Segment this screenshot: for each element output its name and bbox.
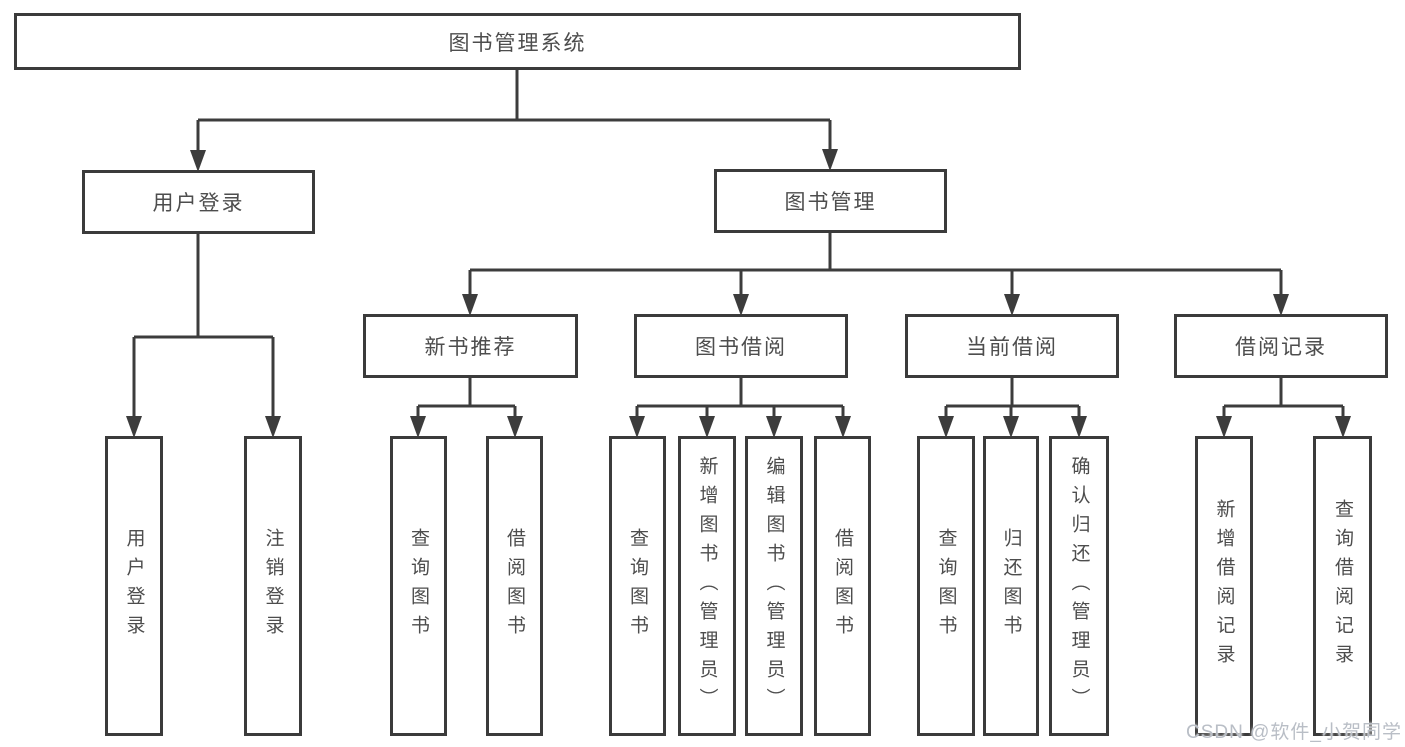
node-leaf-bb-query-label: 查询图书 [627, 528, 648, 644]
node-leaf-cb-confirm: 确认归还（管理员） [1049, 436, 1109, 736]
node-root: 图书管理系统 [14, 13, 1021, 70]
connector-book-mgmt-branch [462, 233, 1289, 316]
node-current-borrow-label: 当前借阅 [966, 336, 1058, 359]
node-leaf-cb-confirm-label: 确认归还（管理员） [1068, 455, 1090, 717]
node-leaf-user-login: 用户登录 [105, 436, 163, 736]
node-borrow-record: 借阅记录 [1174, 314, 1388, 378]
node-leaf-br-add-label: 新增借阅记录 [1213, 499, 1235, 673]
node-book-mgmt: 图书管理 [714, 169, 947, 233]
node-leaf-br-query-label: 查询借阅记录 [1332, 499, 1353, 673]
node-leaf-bb-borrow: 借阅图书 [814, 436, 871, 736]
node-user-login: 用户登录 [82, 170, 315, 234]
csdn-watermark: CSDN @软件_小贺同学 [1186, 722, 1402, 743]
node-leaf-nbr-query: 查询图书 [390, 436, 447, 736]
node-leaf-cb-query-label: 查询图书 [935, 528, 957, 644]
node-current-borrow: 当前借阅 [905, 314, 1119, 378]
node-leaf-cb-query: 查询图书 [917, 436, 975, 736]
node-leaf-bb-add-label: 新增图书（管理员） [696, 455, 718, 717]
node-leaf-bb-edit: 编辑图书（管理员） [745, 436, 803, 736]
node-leaf-cb-return-label: 归还图书 [1000, 528, 1022, 644]
node-book-borrow-label: 图书借阅 [695, 336, 787, 359]
node-new-book-rec-label: 新书推荐 [424, 336, 517, 359]
node-leaf-bb-add: 新增图书（管理员） [678, 436, 736, 736]
node-leaf-cb-return: 归还图书 [983, 436, 1039, 736]
node-leaf-nbr-query-label: 查询图书 [408, 528, 429, 644]
node-leaf-bb-edit-label: 编辑图书（管理员） [763, 455, 785, 717]
node-leaf-bb-borrow-label: 借阅图书 [832, 528, 853, 644]
connector-root-to-level2 [190, 70, 838, 172]
connector-new-book-rec-branch [410, 378, 523, 438]
node-leaf-logout-label: 注销登录 [262, 528, 284, 644]
node-leaf-bb-query: 查询图书 [609, 436, 666, 736]
connector-book-borrow-branch [629, 378, 851, 438]
node-leaf-nbr-borrow: 借阅图书 [486, 436, 543, 736]
connector-borrow-record-branch [1216, 378, 1351, 438]
node-book-borrow: 图书借阅 [634, 314, 848, 378]
node-user-login-label: 用户登录 [152, 192, 245, 215]
node-book-mgmt-label: 图书管理 [784, 191, 877, 214]
node-leaf-nbr-borrow-label: 借阅图书 [504, 528, 525, 644]
node-borrow-record-label: 借阅记录 [1235, 336, 1327, 359]
node-root-label: 图书管理系统 [448, 31, 587, 55]
node-leaf-user-login-label: 用户登录 [123, 528, 145, 644]
node-leaf-br-query: 查询借阅记录 [1313, 436, 1372, 736]
connector-current-borrow-branch [938, 378, 1087, 438]
node-new-book-rec: 新书推荐 [363, 314, 578, 378]
node-leaf-br-add: 新增借阅记录 [1195, 436, 1253, 736]
connector-user-login-branch [126, 234, 281, 438]
node-leaf-logout: 注销登录 [244, 436, 302, 736]
